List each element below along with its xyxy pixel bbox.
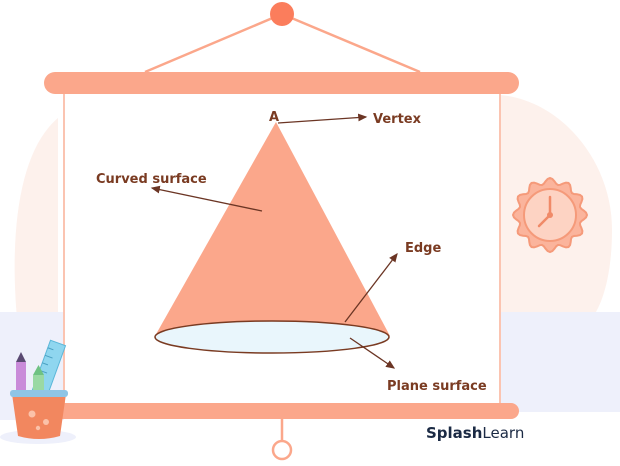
curved-surface-label: Curved surface xyxy=(96,172,207,187)
edge-label: Edge xyxy=(405,241,441,256)
background-band-right xyxy=(500,312,620,412)
vertex-label: Vertex xyxy=(373,112,422,127)
pencil-icon xyxy=(33,365,44,397)
screen-bottom-bar xyxy=(44,403,519,419)
edge-arrow xyxy=(344,252,398,323)
pull-cord xyxy=(271,419,293,461)
screen-top-bar xyxy=(44,72,519,94)
plane-surface-arrow xyxy=(349,337,396,369)
wall-clock-icon xyxy=(511,176,589,254)
brand-name-regular: Learn xyxy=(482,424,524,442)
pencil-cup-icon xyxy=(0,339,76,444)
cone-base-plane xyxy=(154,320,390,354)
screen-hanger xyxy=(144,2,421,74)
vertex-letter-label: A xyxy=(269,110,279,125)
pen-icon xyxy=(16,352,26,398)
vertex-arrow xyxy=(277,113,368,124)
plane-surface-label: Plane surface xyxy=(387,379,487,394)
brand-name-bold: Splash xyxy=(426,424,482,442)
cone-curved-surface xyxy=(155,122,390,336)
cone-diagram: A Vertex Curved surface Edge Plane surfa… xyxy=(96,110,487,394)
svg-text:SplashLearn: SplashLearn xyxy=(426,424,524,442)
splashlearn-logo: SplashLearn xyxy=(426,424,524,442)
curved-surface-arrow xyxy=(150,185,263,212)
background-blob-left xyxy=(14,118,58,330)
